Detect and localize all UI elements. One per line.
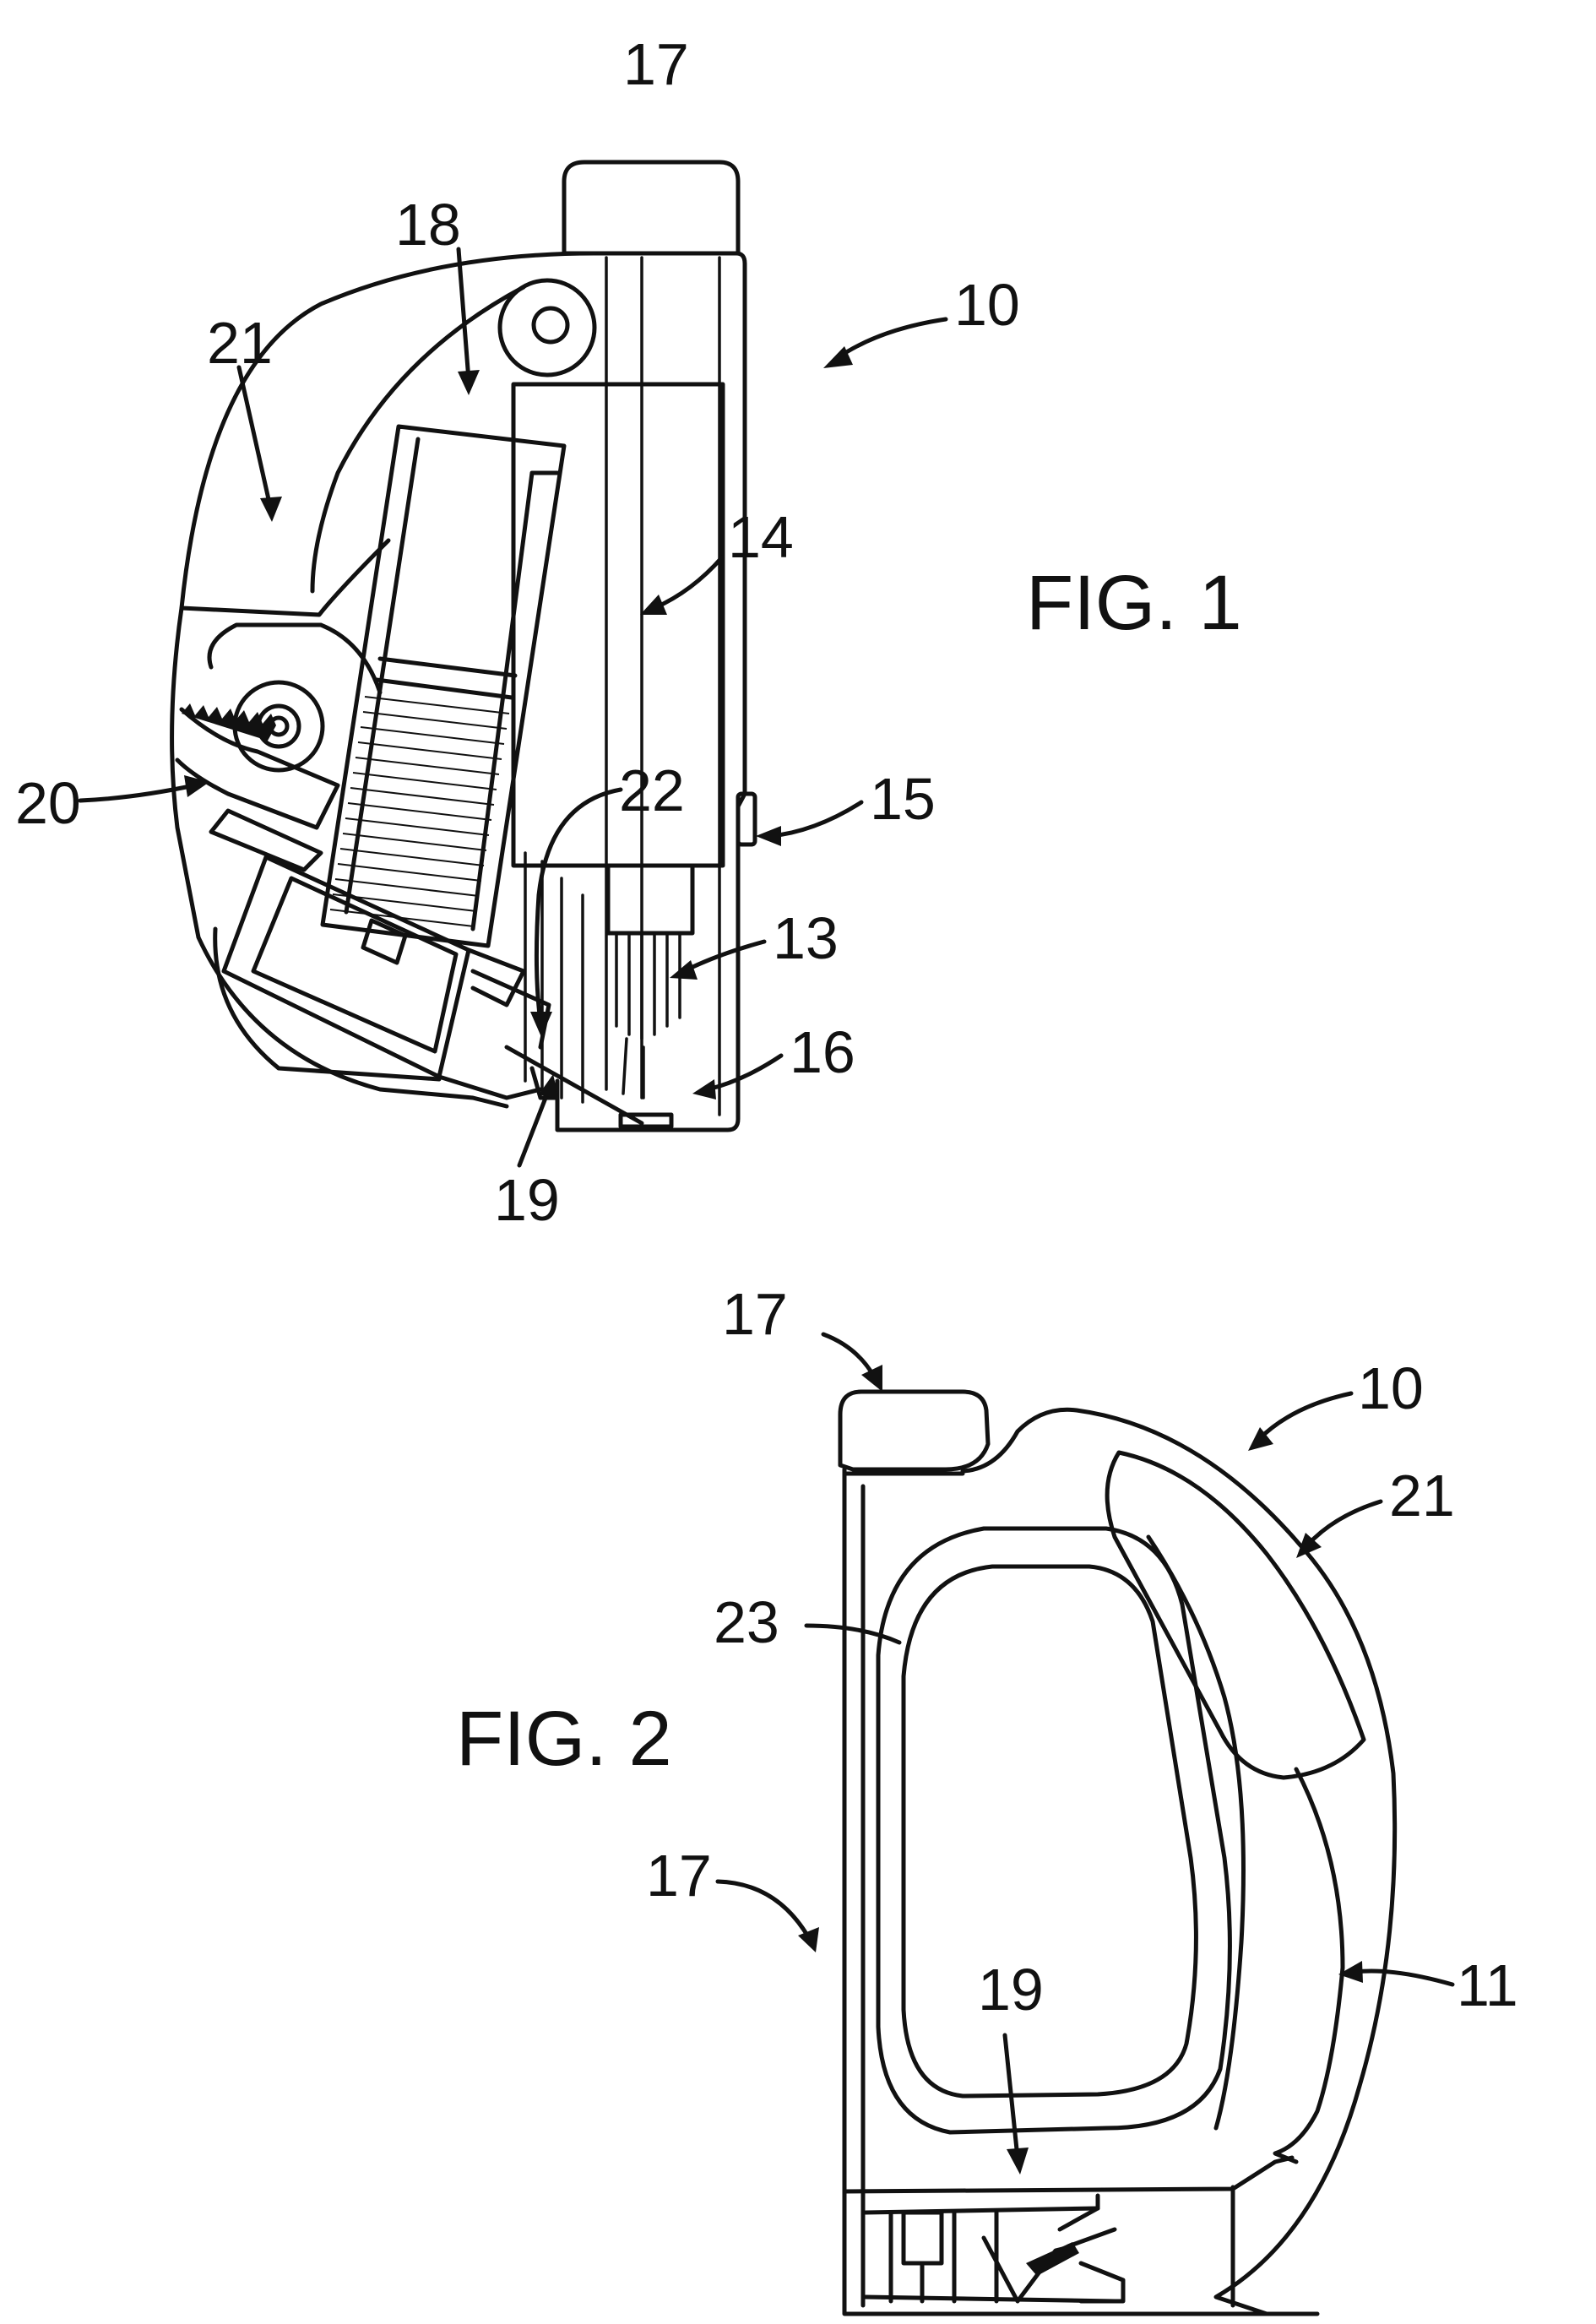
leader-17-side [718,1881,809,1938]
leader-13 [684,942,764,971]
leader-14 [654,557,722,608]
leader-15 [770,802,861,836]
figure-1: 17 18 10 21 14 22 15 20 13 16 19 FIG. 1 [15,31,1242,1233]
label-16: 16 [790,1019,855,1085]
leader-18 [459,249,469,380]
leader-10 [1258,1393,1351,1440]
label-19: 19 [494,1167,560,1233]
label-21: 21 [207,310,273,376]
leader-11 [1355,1971,1452,1985]
label-21: 21 [1389,1463,1455,1529]
leader-21 [1307,1501,1381,1545]
figure-1-labels: 17 18 10 21 14 22 15 20 13 16 19 FIG. 1 [15,31,1242,1233]
label-22: 22 [619,757,685,823]
figure-2-caption: FIG. 2 [456,1696,672,1782]
label-14: 14 [728,504,794,570]
leader-21 [239,367,270,507]
figure-2-labels: 17 10 21 23 17 19 11 FIG. 2 [456,1281,1518,2023]
figure-2-device [840,1392,1395,2314]
leader-23 [806,1626,899,1643]
figure-2: 17 10 21 23 17 19 11 FIG. 2 [456,1281,1518,2314]
label-10: 10 [954,272,1020,338]
leader-10 [836,319,946,359]
label-10: 10 [1358,1355,1424,1421]
label-17-side: 17 [646,1843,712,1909]
label-17-top: 17 [722,1281,788,1347]
leader-19 [519,1089,549,1165]
label-11: 11 [1457,1952,1518,2018]
label-23: 23 [714,1589,779,1655]
leader-20 [80,785,194,801]
label-13: 13 [773,905,839,971]
label-19: 19 [978,1957,1044,2023]
label-18: 18 [395,192,461,258]
figure-1-caption: FIG. 1 [1026,560,1242,646]
label-20: 20 [15,770,81,836]
label-15: 15 [870,766,936,832]
label-17: 17 [623,31,689,97]
figure-2-leaders [718,1334,1452,2175]
leader-17-top [823,1334,874,1376]
